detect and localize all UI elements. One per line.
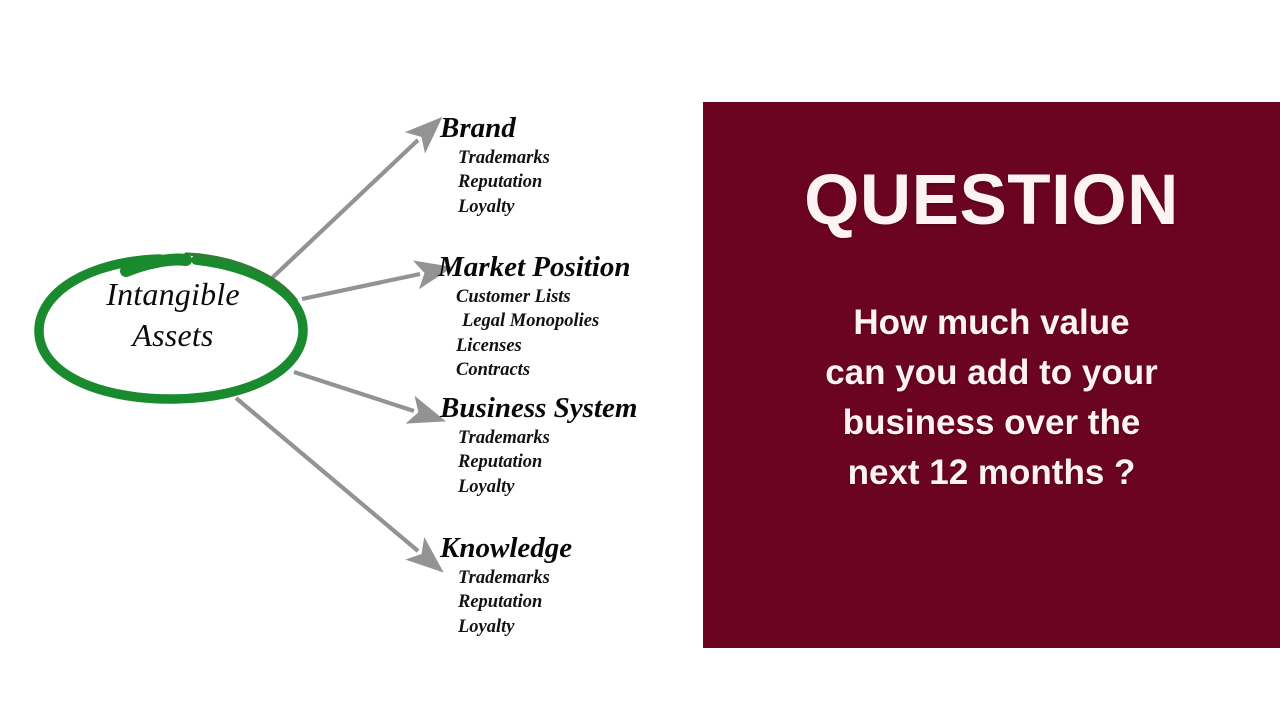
list-item: Reputation (458, 592, 543, 613)
center-line-2: Assets (132, 317, 214, 353)
branch-knowledge-title: Knowledge (440, 532, 573, 564)
list-item: Trademarks (458, 428, 550, 448)
list-item: Customer Lists (456, 287, 571, 307)
list-item: Loyalty (458, 476, 515, 497)
question-line-4: next 12 months ? (847, 453, 1136, 492)
intangible-assets-label: Intangible Assets (28, 274, 318, 356)
list-item: Legal Monopolies (462, 311, 600, 332)
intangible-assets-diagram: Intangible Assets Brand Trademarks Reput… (28, 112, 637, 639)
branch-business-system: Business System Trademarks Reputation Lo… (440, 392, 637, 499)
list-item: Licenses (456, 335, 522, 356)
branch-market-position: Market Position Customer Lists Legal Mon… (438, 251, 631, 383)
question-line-2: can you add to your (825, 353, 1158, 392)
branch-market-position-items: Customer Lists Legal Monopolies Licenses… (438, 285, 631, 383)
list-item: Reputation (458, 172, 543, 193)
list-item: Contracts (456, 360, 531, 381)
intangible-assets-node: Intangible Assets (28, 240, 318, 415)
branch-knowledge-items: Trademarks Reputation Loyalty (440, 566, 572, 639)
branch-market-position-title: Market Position (438, 251, 631, 283)
branch-business-system-title: Business System (440, 392, 638, 424)
question-line-1: How much value (853, 303, 1130, 342)
question-heading: QUESTION (804, 161, 1179, 240)
list-item: Trademarks (458, 148, 550, 168)
question-body: How much value can you add to your busin… (703, 298, 1280, 498)
branch-brand: Brand Trademarks Reputation Loyalty (440, 112, 550, 219)
list-item: Trademarks (458, 568, 550, 588)
list-item: Loyalty (458, 616, 515, 637)
branch-business-system-items: Trademarks Reputation Loyalty (440, 426, 637, 499)
list-item: Reputation (458, 452, 543, 473)
center-line-1: Intangible (106, 276, 240, 312)
arrow-to-knowledge (234, 396, 444, 573)
question-line-3: business over the (842, 403, 1141, 442)
branch-brand-title: Brand (440, 112, 516, 144)
hand-drawn-ellipse-icon (34, 252, 308, 404)
question-panel: QUESTION How much value can you add to y… (703, 102, 1280, 648)
branch-knowledge: Knowledge Trademarks Reputation Loyalty (440, 532, 572, 639)
arrow-to-market-position (301, 260, 453, 302)
list-item: Loyalty (458, 196, 515, 217)
branch-brand-items: Trademarks Reputation Loyalty (440, 146, 550, 219)
